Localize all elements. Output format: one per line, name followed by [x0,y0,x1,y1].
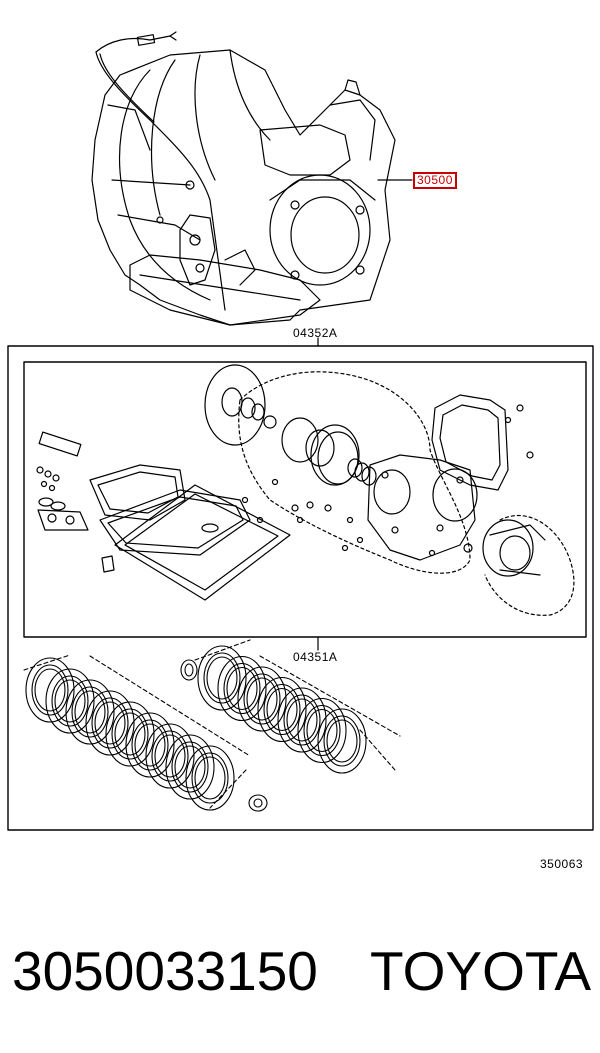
clutch-disc-ring [174,745,206,789]
clutch-disc-ring [277,687,327,753]
clutch-disc-ring [191,752,229,804]
kit-outer-frame [7,345,594,831]
clutch-disc-ring [185,745,235,811]
clutch-disc-ring [326,719,358,763]
brand-name: TOYOTA [370,940,592,1002]
clutch-disc-ring [266,687,298,732]
clutch-disc-ring [31,664,69,716]
clutch-disc-ring [206,656,238,700]
clutch-disc-ring [131,719,169,771]
part-number: 3050033150 [12,940,318,1002]
clutch-disc-ring [134,723,166,767]
clutch-disc-ring [74,690,106,734]
clutch-disc-ring [105,701,155,767]
clutch-disc-ring [151,730,189,782]
clutch-disc-ring [65,679,115,745]
part-callout-label[interactable]: 30500 [413,172,457,189]
clutch-disc-ring [165,734,215,800]
clutch-disc-ring [111,708,149,760]
clutch-disc-ring [25,657,75,723]
clutch-disc-ring [217,655,267,722]
clutch-disc-ring [85,690,135,756]
kit-inner-frame [23,361,587,638]
clutch-disc-ring [323,715,361,767]
clutch-disc-ring [45,668,95,734]
clutch-disc-ring [246,677,278,721]
clutch-disc-drawing [23,639,401,812]
clutch-disc-ring [114,712,146,756]
clutch-disc-ring [263,683,301,736]
clutch-disc-ring [194,756,226,800]
clutch-disc-ring [145,723,195,789]
clutch-disc-ring [203,652,241,704]
clutch-disc-ring [71,686,109,738]
clutch-disc-ring [286,698,318,742]
clutch-disc-ring [154,734,186,778]
clutch-disc-ring [306,708,338,753]
clutch-disc-ring [283,694,321,746]
gasket-kit-drawing [36,364,575,616]
clutch-disc-ring [171,741,209,793]
clutch-disc-ring [257,676,307,743]
clutch-disc-ring [317,708,367,774]
clutch-disc-ring [94,701,126,745]
clutch-disc-ring [91,697,129,749]
clutch-disc-ring [297,697,347,764]
clutch-disc-ring [197,645,247,711]
clutch-disc-ring [237,666,287,732]
illustration-code: 350063 [540,857,584,871]
clutch-disc-ring [51,675,89,727]
clutch-disc-ring [54,679,86,723]
clutch-disc-ring [243,673,281,725]
clutch-disc-ring [34,668,66,712]
clutch-disc-ring [125,712,175,778]
clutch-disc-ring [226,666,258,711]
clutch-disc-ring [223,662,261,715]
kit-outer-label: 04352A [293,326,338,340]
transmission-assembly-drawing [91,31,413,347]
clutch-disc-ring [303,704,341,757]
kit-inner-label: 04351A [293,650,338,664]
